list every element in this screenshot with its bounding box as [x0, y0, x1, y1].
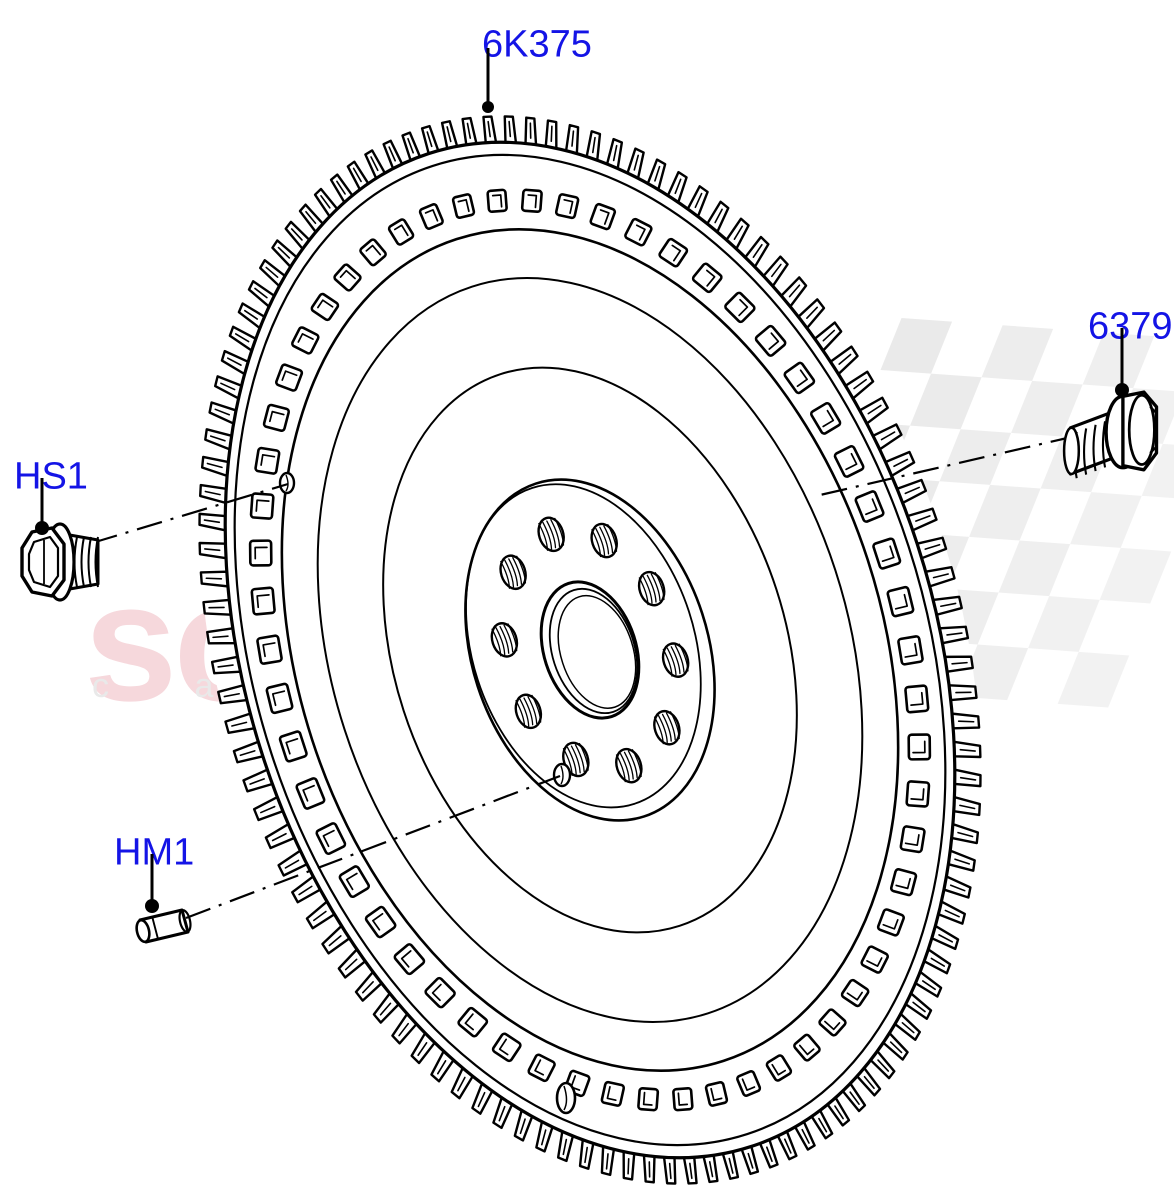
callout-label-hs1[interactable]: HS1 — [14, 455, 88, 497]
assembly-axis-lines — [91, 434, 1077, 920]
callout-dot-6379 — [1115, 383, 1129, 397]
callout-hm1[interactable]: HM1 — [114, 831, 194, 913]
callout-label-6k375[interactable]: 6K375 — [482, 23, 592, 65]
hm1-assembly-axis — [185, 774, 561, 920]
callout-6379[interactable]: 6379 — [1088, 305, 1173, 397]
fastener-parts — [20, 390, 1159, 944]
6379-assembly-axis — [819, 434, 1077, 497]
callout-hs1[interactable]: HS1 — [14, 455, 88, 535]
flange-bolt-6379 — [1062, 390, 1159, 479]
callout-label-hm1[interactable]: HM1 — [114, 831, 194, 873]
callout-label-6379[interactable]: 6379 — [1088, 305, 1173, 347]
callout-dot-hs1 — [35, 521, 49, 535]
flywheel-assembly — [198, 115, 982, 1185]
callout-dot-hm1 — [145, 899, 159, 913]
hex-flange-screw-hs1 — [20, 522, 100, 602]
dowel-pin-hm1 — [135, 908, 192, 944]
callout-6k375[interactable]: 6K375 — [482, 23, 592, 113]
callout-dot-6k375 — [482, 101, 494, 113]
hs1-assembly-axis — [91, 482, 289, 545]
